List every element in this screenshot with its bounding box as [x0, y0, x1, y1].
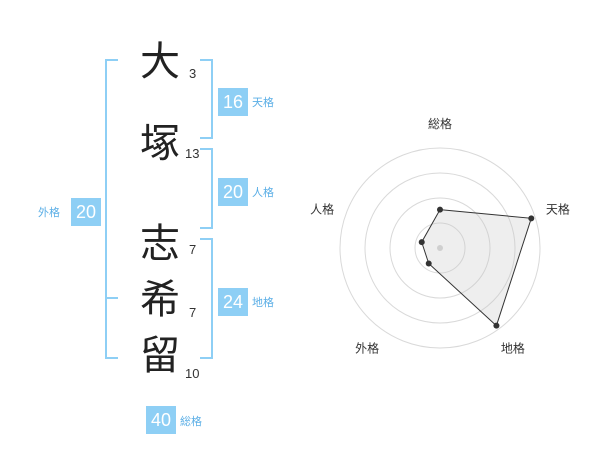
gaikaku-badge: 20 — [71, 198, 101, 226]
gaikaku-label: 外格 — [38, 206, 60, 219]
radar-point-3 — [493, 322, 500, 329]
tenkaku-label: 天格 — [252, 96, 274, 109]
radar-point-5 — [418, 239, 425, 246]
stroke-count-1: 3 — [189, 66, 197, 81]
name-char-3: 志 — [140, 221, 180, 267]
radar-ring-3 — [364, 172, 516, 324]
radar-axis-label-3: 地格 — [501, 340, 525, 355]
radar-axis-label-4: 外格 — [355, 340, 379, 355]
stroke-count-3: 7 — [189, 242, 197, 257]
radar-center-dot — [437, 245, 443, 251]
jinkaku-label: 人格 — [252, 186, 274, 199]
chikaku-label: 地格 — [252, 296, 274, 309]
jinkaku-badge: 20 — [218, 178, 248, 206]
radar-ring-4 — [339, 147, 541, 349]
radar-point-2 — [528, 215, 535, 222]
name-char-5: 留 — [140, 333, 180, 379]
name-char-4: 希 — [140, 277, 180, 323]
radar-point-4 — [425, 260, 432, 267]
chikaku-badge: 24 — [218, 288, 248, 316]
stroke-count-4: 7 — [189, 305, 197, 320]
radar-axis-label-5: 人格 — [310, 202, 334, 217]
name-char-1: 大 — [140, 39, 180, 85]
radar-axis-label-1: 総格 — [428, 116, 452, 131]
name-char-2: 塚 — [140, 121, 180, 167]
stroke-count-2: 13 — [185, 146, 200, 161]
radar-point-1 — [437, 206, 443, 213]
radar-area — [421, 209, 532, 327]
tenkaku-badge: 16 — [218, 88, 248, 116]
soukaku-badge: 40 — [146, 406, 176, 434]
radar-axis-label-2: 天格 — [546, 202, 570, 217]
radar-ring-1 — [414, 222, 466, 274]
soukaku-label: 総格 — [180, 415, 202, 428]
stroke-count-5: 10 — [185, 366, 200, 381]
radar-ring-2 — [389, 197, 491, 299]
